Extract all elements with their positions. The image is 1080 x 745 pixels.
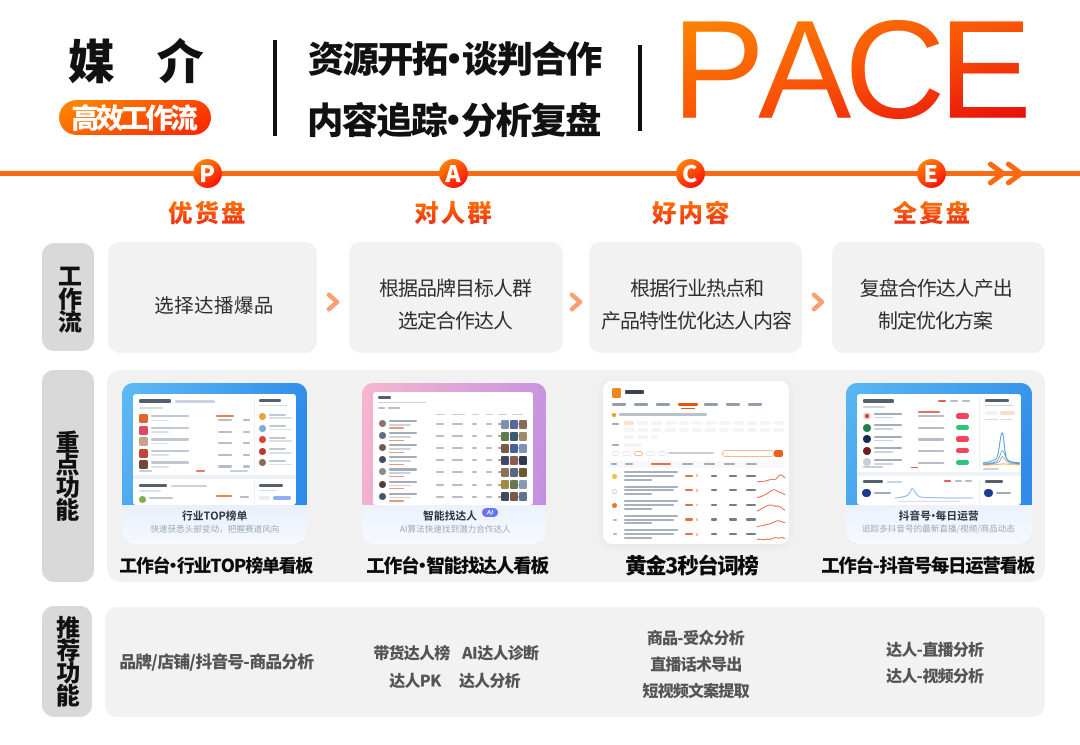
- svg-text:AI: AI: [486, 510, 494, 517]
